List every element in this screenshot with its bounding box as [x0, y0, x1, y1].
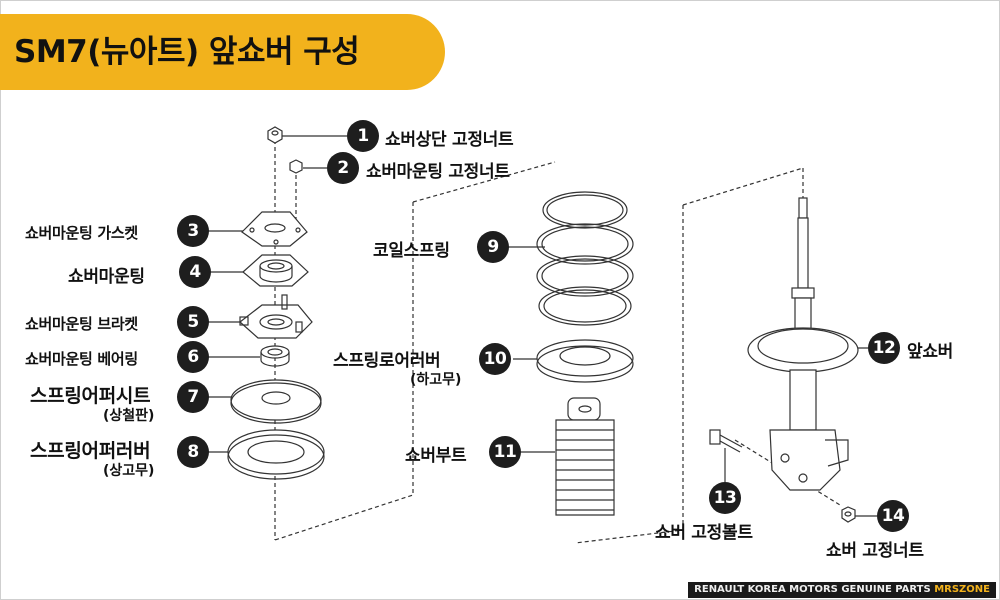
spring-lower-rubber-part [536, 339, 634, 383]
front-strut-part [747, 197, 859, 491]
label-13: 쇼버 고정볼트 [655, 523, 753, 543]
label-1: 쇼버상단 고정너트 [385, 130, 514, 150]
group-line-strut-top [682, 167, 804, 206]
bearing-part [260, 345, 290, 367]
sublabel-10: (하고무) [410, 372, 462, 388]
footer-text: RENAULT KOREA MOTORS GENUINE PARTS [694, 584, 935, 595]
coil-spring-part [536, 191, 634, 326]
label-3: 쇼버마운팅 가스켓 [25, 224, 138, 242]
bracket-part [239, 294, 313, 339]
spring-upper-rubber-part [227, 429, 325, 480]
mount-nut-part [289, 159, 303, 174]
badge-11: 11 [489, 436, 521, 468]
label-9: 코일스프링 [373, 241, 450, 261]
fixing-nut-part [841, 506, 856, 523]
spring-upper-seat-part [230, 379, 322, 424]
footer-brand: RENAULT KOREA MOTORS GENUINE PARTS MRSZO… [688, 582, 996, 598]
label-10: 스프링로어러버 [333, 351, 441, 371]
label-12: 앞쇼버 [907, 342, 954, 362]
label-8: 스프링어퍼러버 [30, 440, 151, 462]
label-7: 스프링어퍼시트 [30, 385, 151, 407]
label-5: 쇼버마운팅 브라켓 [25, 315, 138, 333]
label-2: 쇼버마운팅 고정너트 [366, 162, 510, 182]
badge-6: 6 [177, 341, 209, 373]
badge-1: 1 [347, 120, 379, 152]
label-14: 쇼버 고정너트 [826, 541, 924, 561]
badge-9: 9 [477, 231, 509, 263]
label-4: 쇼버마운팅 [68, 267, 145, 287]
title-banner [0, 14, 445, 90]
group-line-strut [574, 205, 684, 544]
footer-highlight: MRSZONE [934, 584, 990, 595]
mount-part [242, 254, 309, 287]
badge-13: 13 [709, 482, 741, 514]
fixing-bolt-part [709, 429, 743, 453]
badge-2: 2 [327, 152, 359, 184]
badge-14: 14 [877, 500, 909, 532]
badge-5: 5 [177, 306, 209, 338]
shock-boot-part [555, 397, 615, 516]
badge-8: 8 [177, 436, 209, 468]
page-title: SM7(뉴아트) 앞쇼버 구성 [14, 34, 360, 70]
badge-4: 4 [179, 256, 211, 288]
top-nut-part [267, 126, 283, 144]
sublabel-8: (상고무) [103, 463, 155, 479]
badge-3: 3 [177, 215, 209, 247]
group-line-spring-top [412, 161, 556, 203]
badge-10: 10 [479, 343, 511, 375]
gasket-part [241, 211, 308, 247]
badge-7: 7 [177, 381, 209, 413]
label-6: 쇼버마운팅 베어링 [25, 350, 138, 368]
badge-12: 12 [868, 332, 900, 364]
label-11: 쇼버부트 [405, 446, 467, 466]
sublabel-7: (상철판) [103, 408, 155, 424]
